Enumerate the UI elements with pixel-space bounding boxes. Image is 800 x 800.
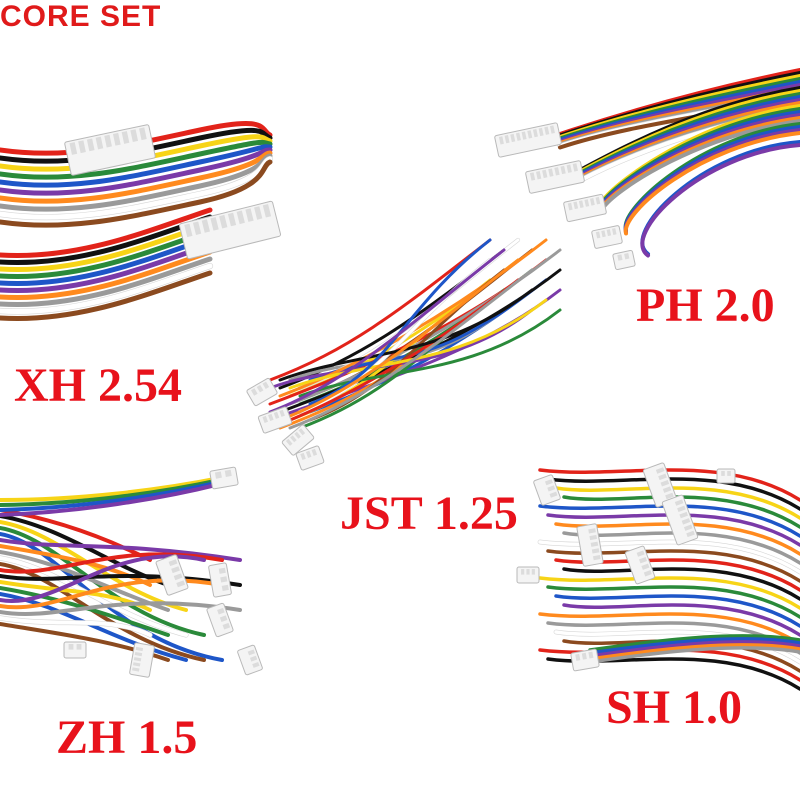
connector-housing-icon	[494, 122, 562, 158]
label-ph: PH 2.0	[636, 279, 775, 332]
connector-housing-icon	[246, 377, 278, 407]
connector-housing-icon	[206, 602, 234, 638]
label-zh: ZH 1.5	[56, 711, 198, 764]
connector-housing-icon	[237, 644, 263, 676]
connector-housing-icon	[129, 642, 155, 678]
connector-housing-icon	[63, 641, 87, 659]
zh-cable-bundle-image	[0, 466, 263, 678]
connector-housing-icon	[64, 124, 156, 176]
connector-housing-icon	[178, 200, 282, 260]
ph-cable-bundle-image	[494, 68, 800, 271]
label-sh: SH 1.0	[606, 681, 743, 734]
brand-logo: CORE SET	[0, 0, 162, 33]
connector-housing-icon	[516, 566, 540, 584]
connector-housing-icon	[612, 249, 636, 271]
sh-cable-bundle-image	[516, 462, 800, 691]
connector-housing-icon	[624, 545, 656, 585]
connector-housing-icon	[591, 225, 623, 249]
connector-housing-icon	[576, 523, 604, 567]
label-xh: XH 2.54	[14, 359, 182, 412]
connector-housing-icon	[208, 562, 232, 598]
connector-housing-icon	[155, 554, 189, 596]
connector-housing-icon	[716, 468, 736, 484]
connector-housing-icon	[295, 445, 325, 471]
connector-housing-icon	[281, 424, 315, 456]
connector-housing-icon	[563, 193, 607, 223]
connector-housing-icon	[661, 494, 699, 546]
connector-housing-icon	[525, 160, 585, 194]
jst-cable-bundle-image	[246, 237, 562, 471]
connector-housing-icon	[209, 466, 239, 490]
xh-cable-bundle-image	[0, 121, 282, 322]
connector-housing-icon	[257, 406, 293, 434]
connector-housing-icon	[570, 648, 600, 672]
label-jst: JST 1.25	[340, 487, 518, 540]
connector-housing-icon	[533, 474, 561, 506]
